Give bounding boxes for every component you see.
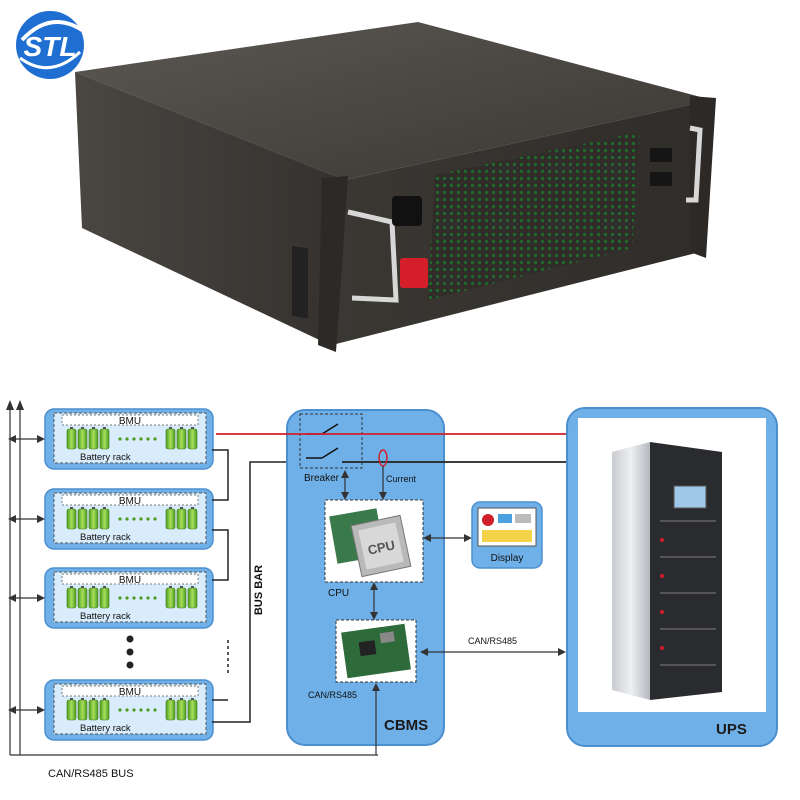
- battery-cell-icon: [99, 699, 110, 721]
- display-screen-icon: [477, 507, 537, 547]
- ups-label: UPS: [716, 721, 747, 738]
- battery-chassis-image: [75, 22, 716, 352]
- bus-arrowheads: [6, 400, 24, 410]
- red-terminal: [400, 258, 428, 288]
- cell-ellipsis-dot: [118, 437, 122, 441]
- battery-cell-icon: [77, 428, 88, 450]
- cell-ellipsis-dot: [132, 517, 136, 521]
- black-terminal: [392, 196, 422, 226]
- cell-ellipsis-dot: [139, 437, 143, 441]
- battery-rack-label: Battery rack: [80, 723, 131, 734]
- battery-rack-unit: BMU Battery rack: [8, 567, 214, 629]
- cell-ellipsis-dot: [118, 708, 122, 712]
- cell-ellipsis-dot: [132, 596, 136, 600]
- cell-ellipsis-dot: [139, 517, 143, 521]
- cell-ellipsis-dot: [153, 596, 157, 600]
- current-label: Current: [386, 474, 417, 484]
- breaker-label: Breaker: [304, 473, 340, 484]
- bmu-bar: [61, 414, 199, 426]
- company-logo: STL: [16, 11, 84, 79]
- cell-ellipsis-dot: [146, 596, 150, 600]
- bmu-label: BMU: [119, 496, 141, 507]
- battery-cell-icon: [99, 587, 110, 609]
- cell-ellipsis-dot: [153, 437, 157, 441]
- logo-text: STL: [24, 31, 77, 62]
- cpu-chip-text: CPU: [366, 537, 396, 557]
- rack-ellipsis: [126, 635, 134, 669]
- cell-ellipsis-dot: [146, 708, 150, 712]
- battery-cell-icon: [176, 587, 187, 609]
- battery-rack-unit: BMU Battery rack: [8, 408, 214, 470]
- bmu-bar: [61, 685, 199, 697]
- can-board-image: [341, 623, 411, 679]
- bmu-label: BMU: [119, 575, 141, 586]
- cell-ellipsis-dot: [118, 517, 122, 521]
- cell-ellipsis-dot: [132, 437, 136, 441]
- battery-cell-icon: [99, 508, 110, 530]
- battery-rack-label: Battery rack: [80, 452, 131, 463]
- battery-cell-icon: [66, 587, 77, 609]
- bmu-bar: [61, 494, 199, 506]
- battery-cell-icon: [176, 428, 187, 450]
- cell-ellipsis-dot: [146, 437, 150, 441]
- battery-cell-icon: [77, 699, 88, 721]
- battery-cell-icon: [176, 508, 187, 530]
- cpu-label: CPU: [328, 588, 349, 599]
- cell-ellipsis-dot: [125, 517, 129, 521]
- bmu-label: BMU: [119, 687, 141, 698]
- battery-cell-icon: [88, 428, 99, 450]
- battery-cell-icon: [66, 428, 77, 450]
- breaker-box: [299, 413, 363, 469]
- cell-ellipsis-dot: [139, 596, 143, 600]
- battery-cell-icon: [66, 508, 77, 530]
- battery-cell-icon: [176, 699, 187, 721]
- battery-rack-unit: BMU Battery rack: [8, 679, 214, 741]
- battery-cell-icon: [88, 699, 99, 721]
- left-handle: [347, 209, 399, 303]
- battery-cell-icon: [187, 699, 198, 721]
- ups-cabinet-image: [612, 442, 722, 700]
- cell-ellipsis-dot: [153, 708, 157, 712]
- bus-bar-label: BUS BAR: [253, 565, 265, 615]
- battery-rack-label: Battery rack: [80, 532, 131, 543]
- cpu-chip-image: CPU: [329, 508, 412, 578]
- battery-cell-icon: [77, 508, 88, 530]
- cbms-label: CBMS: [384, 717, 428, 734]
- cell-ellipsis-dot: [118, 596, 122, 600]
- cell-ellipsis-dot: [132, 708, 136, 712]
- battery-cell-icon: [165, 699, 176, 721]
- battery-cell-icon: [66, 699, 77, 721]
- side-vent: [292, 246, 308, 319]
- battery-cell-icon: [165, 587, 176, 609]
- battery-rack-label: Battery rack: [80, 611, 131, 622]
- battery-cell-icon: [88, 508, 99, 530]
- cell-ellipsis-dot: [125, 708, 129, 712]
- battery-cell-icon: [99, 428, 110, 450]
- battery-cell-icon: [187, 587, 198, 609]
- battery-cell-icon: [165, 508, 176, 530]
- can-bus-label: CAN/RS485 BUS: [48, 768, 134, 780]
- battery-rack-unit: BMU Battery rack: [8, 488, 214, 550]
- bmu-bar: [61, 573, 199, 585]
- battery-cell-icon: [187, 508, 198, 530]
- bmu-label: BMU: [119, 416, 141, 427]
- cell-ellipsis-dot: [153, 517, 157, 521]
- cell-ellipsis-dot: [139, 708, 143, 712]
- cell-ellipsis-dot: [146, 517, 150, 521]
- display-label: Display: [491, 553, 524, 564]
- cell-ellipsis-dot: [125, 437, 129, 441]
- can-rs485-left-label: CAN/RS485: [308, 690, 357, 700]
- battery-cell-icon: [165, 428, 176, 450]
- battery-cell-icon: [77, 587, 88, 609]
- battery-cell-icon: [187, 428, 198, 450]
- battery-cell-icon: [88, 587, 99, 609]
- can-rs485-link-label: CAN/RS485: [468, 636, 517, 646]
- cell-ellipsis-dot: [125, 596, 129, 600]
- right-handle: [686, 125, 703, 203]
- left-bus-lines: [9, 405, 378, 756]
